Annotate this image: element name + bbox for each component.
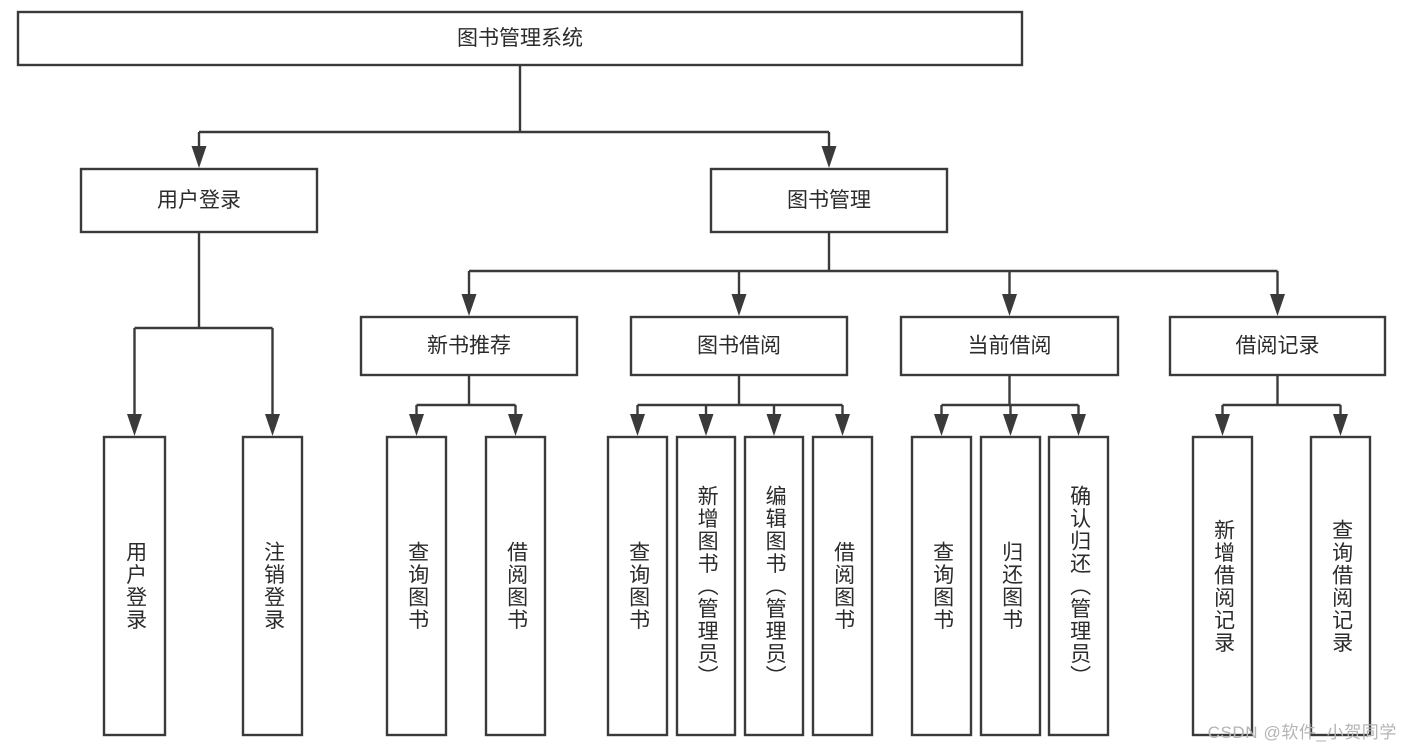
arrow-head-icon (1333, 414, 1348, 436)
watermark-text: CSDN @软件_小贺同学 (1207, 723, 1397, 742)
arrow-head-icon (835, 414, 850, 436)
node-root[interactable] (16, 10, 1024, 67)
node-leaf-query-book-rec[interactable] (385, 435, 448, 737)
arrow-head-icon (265, 414, 280, 436)
node-leaf-query-record[interactable] (1309, 435, 1372, 737)
node-leaf-borrow-book-rec[interactable] (484, 435, 547, 737)
node-leaf-confirm-return[interactable] (1047, 435, 1110, 737)
arrow-head-icon (1071, 414, 1086, 436)
arrow-head-icon (1003, 414, 1018, 436)
node-book-borrow[interactable] (629, 315, 849, 377)
node-borrow-record[interactable] (1168, 315, 1387, 377)
node-leaf-edit-book[interactable] (743, 435, 805, 737)
node-new-book-rec[interactable] (359, 315, 579, 377)
node-current-borrow[interactable] (899, 315, 1120, 377)
node-label-book-manage: 图书管理 (787, 189, 871, 212)
arrow-head-icon (731, 294, 747, 316)
node-leaf-borrow-book[interactable] (811, 435, 874, 737)
arrow-head-icon (630, 414, 645, 436)
arrow-head-icon (1270, 294, 1285, 316)
arrow-head-icon (1002, 294, 1017, 316)
arrow-head-icon (1215, 414, 1230, 436)
node-label-user-login: 用户登录 (157, 189, 241, 212)
arrow-head-icon (191, 146, 207, 168)
arrow-head-icon (821, 146, 837, 168)
node-leaf-add-record[interactable] (1191, 435, 1254, 737)
arrow-head-icon (461, 294, 477, 316)
node-leaf-logout[interactable] (241, 435, 304, 737)
arrow-head-icon (508, 414, 523, 436)
node-label-borrow-record: 借阅记录 (1236, 335, 1320, 358)
node-leaf-user-login[interactable] (102, 435, 167, 737)
arrow-head-icon (766, 414, 782, 436)
arrow-head-icon (409, 414, 424, 436)
node-label-root: 图书管理系统 (457, 27, 583, 50)
arrow-head-icon (698, 414, 714, 436)
node-label-new-book-rec: 新书推荐 (427, 335, 511, 358)
node-user-login[interactable] (79, 167, 319, 234)
node-leaf-return-book[interactable] (979, 435, 1042, 737)
arrow-head-icon (934, 414, 949, 436)
node-book-manage[interactable] (709, 167, 949, 234)
node-label-current-borrow: 当前借阅 (968, 335, 1052, 358)
node-label-book-borrow: 图书借阅 (697, 335, 781, 358)
node-leaf-query-book-borrow[interactable] (606, 435, 669, 737)
arrow-head-icon (127, 414, 142, 436)
node-leaf-add-book[interactable] (675, 435, 737, 737)
node-leaf-query-book-cur[interactable] (910, 435, 973, 737)
